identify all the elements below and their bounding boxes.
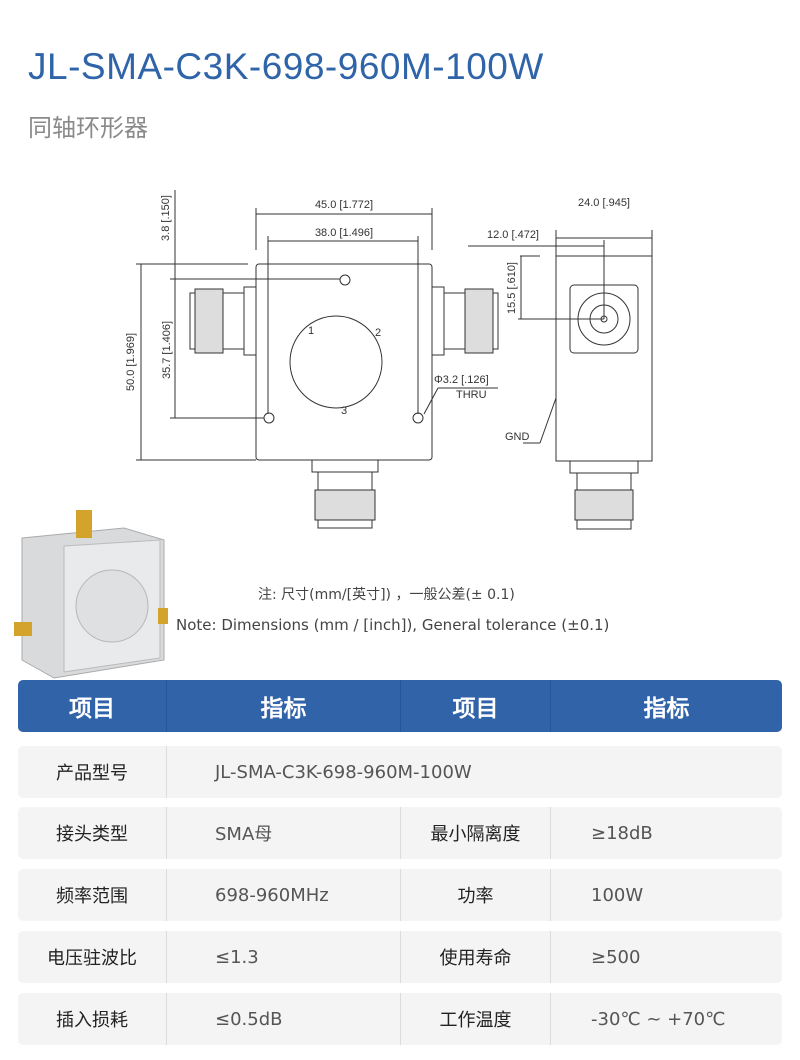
row-value: ≤0.5dB xyxy=(167,993,401,1045)
table-row: 接头类型 SMA母 最小隔离度 ≥18dB xyxy=(18,807,782,859)
dim-connector-height: 15.5 [.610] xyxy=(506,262,518,314)
product-photo xyxy=(14,510,168,679)
product-title: JL-SMA-C3K-698-960M-100W xyxy=(28,46,544,87)
port-3-label: 3 xyxy=(341,405,347,417)
dim-depth: 24.0 [.945] xyxy=(578,197,630,209)
row-value: -30℃ ~ +70℃ xyxy=(591,1008,726,1030)
dim-hole-vertical: 35.7 [1.406] xyxy=(161,321,173,379)
dim-hole-spacing: 38.0 [1.496] xyxy=(315,227,373,239)
row-label: 工作温度 xyxy=(401,993,551,1045)
row-label: 最小隔离度 xyxy=(401,807,551,859)
product-subtitle: 同轴环形器 xyxy=(28,114,148,142)
hole-thru: THRU xyxy=(456,389,487,401)
note-chinese: 注: 尺寸(mm/[英寸]) ，一般公差(± 0.1) xyxy=(258,587,515,603)
row-label: 接头类型 xyxy=(18,807,167,859)
table-row-product-model: 产品型号 JL-SMA-C3K-698-960M-100W xyxy=(18,746,782,798)
header-spec: 指标 xyxy=(643,696,690,722)
header-item: 项目 xyxy=(401,680,551,732)
hole-diameter: Φ3.2 [.126] xyxy=(434,374,489,386)
row-value: ≤1.3 xyxy=(167,931,401,983)
row-value: JL-SMA-C3K-698-960M-100W xyxy=(215,761,472,783)
row-value: SMA母 xyxy=(167,807,401,859)
spec-table-header: 项目 指标 项目 指标 xyxy=(18,680,782,732)
table-row: 频率范围 698-960MHz 功率 100W xyxy=(18,869,782,921)
dimension-drawing: 45.0 [1.772] 38.0 [1.496] 3.8 [.150] 50.… xyxy=(125,190,653,530)
header-item: 项目 xyxy=(18,680,167,732)
dim-width: 45.0 [1.772] xyxy=(315,199,373,211)
row-label: 电压驻波比 xyxy=(18,931,167,983)
row-value: 100W xyxy=(591,884,644,906)
row-value: ≥500 xyxy=(591,946,641,968)
gnd-label: GND xyxy=(505,431,530,443)
row-label: 频率范围 xyxy=(18,869,167,921)
row-label: 功率 xyxy=(401,869,551,921)
row-label: 使用寿命 xyxy=(401,931,551,983)
dim-height: 50.0 [1.969] xyxy=(125,333,137,391)
row-value: ≥18dB xyxy=(591,822,653,844)
port-1-label: 1 xyxy=(308,325,314,337)
port-2-label: 2 xyxy=(375,327,381,339)
row-label: 产品型号 xyxy=(18,746,167,798)
dim-top-offset: 3.8 [.150] xyxy=(160,195,172,241)
table-row: 电压驻波比 ≤1.3 使用寿命 ≥500 xyxy=(18,931,782,983)
note-english: Note: Dimensions (mm / [inch]), General … xyxy=(176,616,610,634)
table-row: 插入损耗 ≤0.5dB 工作温度 -30℃ ~ +70℃ xyxy=(18,993,782,1045)
dim-center: 12.0 [.472] xyxy=(487,229,539,241)
row-label: 插入损耗 xyxy=(18,993,167,1045)
row-value: 698-960MHz xyxy=(167,869,401,921)
header-spec: 指标 xyxy=(167,680,401,732)
